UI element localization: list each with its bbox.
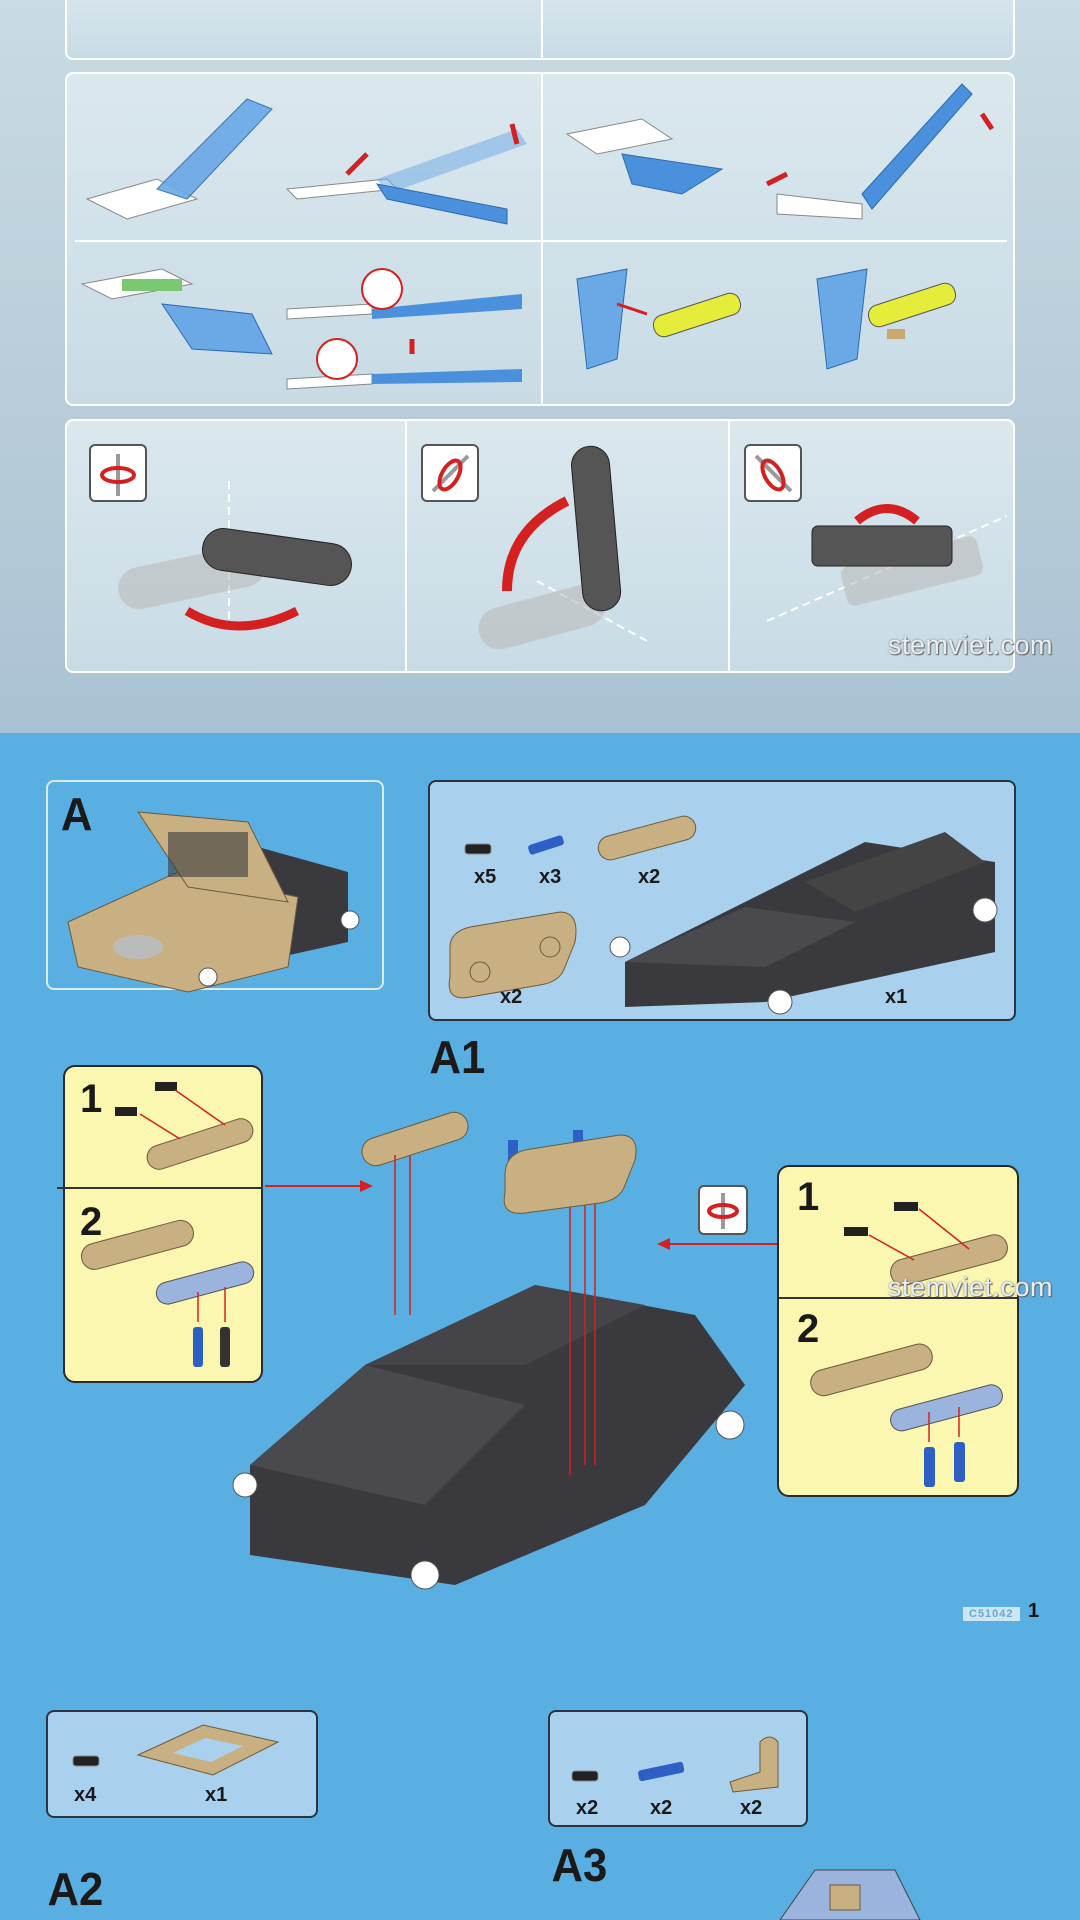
substep-number: 1 <box>80 1077 103 1121</box>
substep-number: 2 <box>797 1307 820 1351</box>
substep-illustration <box>844 1202 1008 1286</box>
section-a1-parts-list: x5 x3 x2 x2 x1 <box>428 780 1016 1021</box>
substep-illustration <box>115 1082 254 1170</box>
section-a-label: A <box>60 788 93 840</box>
section-a2-label: A2 <box>47 1863 104 1915</box>
substep-panel-right: 1 2 <box>777 1165 1019 1497</box>
a3-assembly-illustration <box>779 1869 921 1920</box>
main-assembly-illustration <box>232 1111 745 1590</box>
tip-panel-partial <box>65 0 1015 60</box>
watermark: stemviet.com <box>888 630 1054 660</box>
substep-illustration <box>80 1219 255 1367</box>
section-a3-label: A3 <box>551 1839 608 1891</box>
rotate-vertical-axis-icon <box>89 444 147 502</box>
beam-rotation-illustration <box>478 445 648 650</box>
part-illustration <box>87 0 147 2</box>
tip-panel-flex-parts <box>65 72 1015 406</box>
beam-rotation-illustration <box>118 481 352 631</box>
chassis-base-icon <box>609 832 998 1015</box>
blue-axle-pin-icon <box>638 1761 685 1782</box>
section-a2-parts-list: x4 x1 <box>46 1710 318 1818</box>
substep-panel-left: 1 2 <box>57 1065 263 1383</box>
part-qty: x1 <box>885 986 908 1008</box>
rotate-diagonal-axis-icon <box>744 444 802 502</box>
black-pin-icon <box>464 843 492 855</box>
flipper-illustration <box>565 83 995 220</box>
tan-frame-icon <box>136 1724 280 1776</box>
part-qty: x2 <box>650 1797 673 1819</box>
substep-number: 1 <box>797 1175 820 1219</box>
part-qty: x4 <box>74 1784 97 1806</box>
part-qty: x2 <box>740 1797 763 1819</box>
part-qty: x5 <box>474 866 497 888</box>
watermark: stemviet.com <box>888 1272 1054 1302</box>
part-qty: x2 <box>638 866 661 888</box>
rotate-vertical-axis-icon <box>698 1185 748 1235</box>
beam-rotation-illustration <box>766 504 1008 622</box>
assembly-arrow <box>657 1238 778 1250</box>
section-a1-label: A1 <box>429 1031 486 1083</box>
flipper-illustration <box>85 98 527 225</box>
flipper-illustration <box>576 268 957 370</box>
part-qty: x3 <box>539 866 562 888</box>
black-pin-icon <box>72 1755 100 1767</box>
section-a3-parts-list: x2 x2 x2 <box>548 1710 808 1827</box>
vehicle-illustration <box>67 811 360 993</box>
tip-panel-rotation <box>65 419 1015 673</box>
black-pin-icon <box>571 1770 599 1782</box>
part-qty: x2 <box>576 1797 599 1819</box>
flipper-illustration <box>80 268 522 390</box>
blue-axle-pin-icon <box>528 835 564 855</box>
tan-beam-icon <box>597 815 697 861</box>
substep-illustration <box>810 1343 1003 1487</box>
part-qty: x2 <box>500 986 523 1008</box>
rotate-horizontal-axis-icon <box>421 444 479 502</box>
part-qty: x1 <box>205 1784 228 1806</box>
substep-number: 2 <box>80 1200 103 1244</box>
model-code: C51042 <box>963 1607 1020 1621</box>
tan-panel-icon <box>448 911 577 999</box>
page-number: 1 <box>1028 1600 1040 1622</box>
tan-angle-connector-icon <box>729 1736 779 1793</box>
section-a-preview: A <box>46 780 384 993</box>
part-illustration <box>577 0 637 2</box>
assembly-arrow <box>265 1180 373 1192</box>
